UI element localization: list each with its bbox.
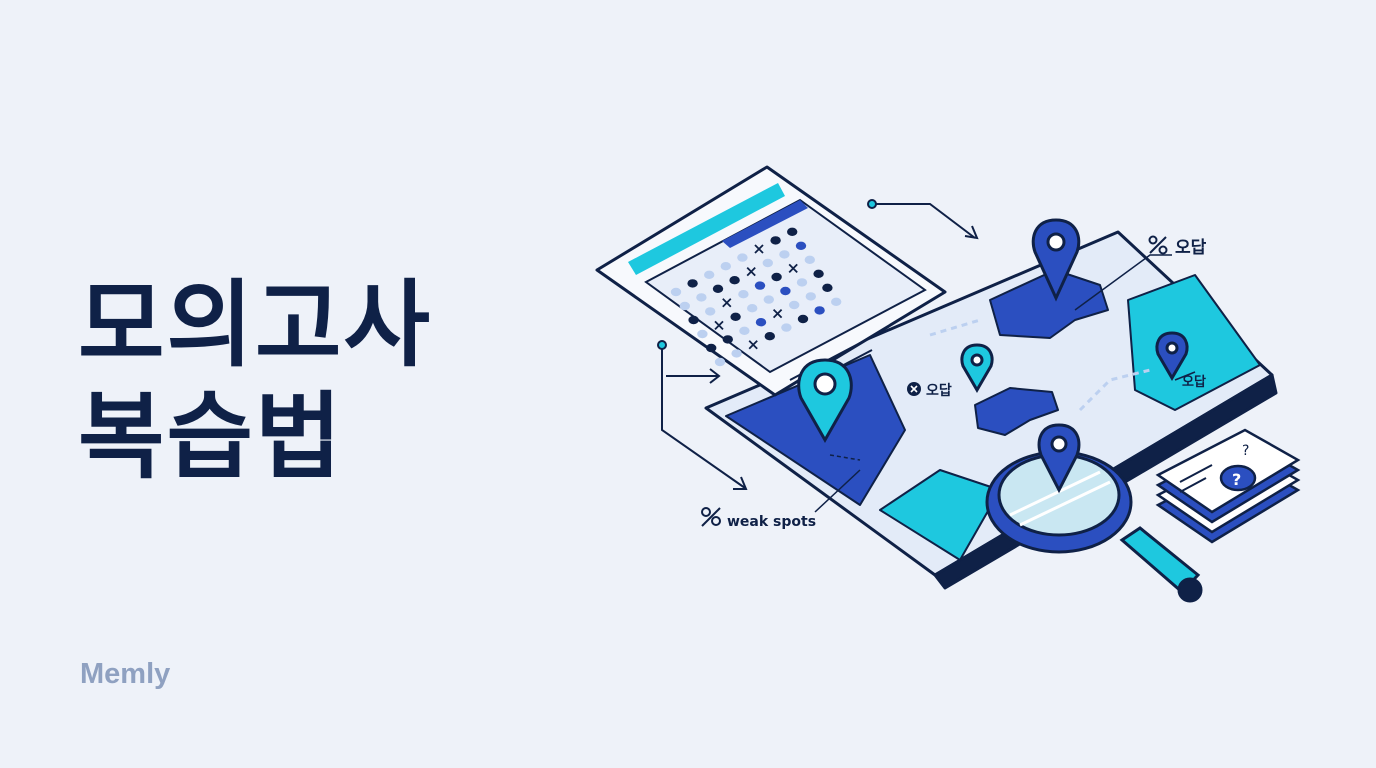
answer-bubble: [687, 279, 698, 288]
percent-icon: [1148, 235, 1168, 255]
map-pin-icon: [960, 343, 994, 393]
map-pin-icon: [797, 358, 853, 444]
wrong-mark-icon: [788, 263, 798, 274]
answer-bubble: [781, 323, 792, 332]
answer-bubble: [789, 300, 800, 310]
answer-bubble: [722, 335, 733, 344]
wrong-mark-icon: [722, 298, 732, 308]
answer-bubble: [797, 314, 809, 324]
answer-bubble: [747, 304, 758, 313]
wrong-answer-text-top: 오답: [1175, 238, 1207, 258]
answer-bubble: [754, 281, 766, 290]
map-pin-icon: [1037, 423, 1081, 494]
answer-bubble: [697, 329, 708, 339]
answer-bubble: [814, 306, 825, 315]
wrong-answer-text-right: 오답: [1182, 375, 1206, 390]
answer-bubbles: [670, 227, 842, 367]
answer-bubble: [704, 270, 715, 279]
x-circle-icon: [907, 382, 921, 396]
answer-bubble: [714, 357, 726, 367]
weak-spots-text: weak spots: [727, 514, 816, 530]
answer-bubble: [762, 258, 773, 268]
answer-bubble: [831, 297, 842, 306]
review-illustration: ? ?: [595, 165, 1301, 603]
connector-arrows: [657, 199, 979, 490]
wrong-mark-icon: [772, 308, 783, 319]
map-pin-icon: [1155, 331, 1189, 381]
answer-bubble: [739, 326, 750, 335]
brand-logo: Memly: [80, 658, 171, 690]
answer-bubble: [796, 278, 808, 287]
answer-bubble: [813, 269, 824, 278]
wrong-answer-label-top: 오답: [1148, 235, 1207, 258]
answer-bubble: [670, 287, 682, 297]
question-cards: ? ?: [1155, 428, 1301, 544]
answer-bubble: [729, 276, 740, 285]
answer-bubble: [738, 290, 749, 299]
answer-bubble: [706, 343, 717, 353]
answer-bubble: [720, 262, 731, 271]
map-pins: [797, 218, 1189, 494]
answer-bubble: [679, 301, 690, 311]
question-brain-icon: ? ?: [1219, 443, 1257, 492]
answer-bubble: [712, 284, 724, 293]
answer-bubble: [705, 307, 716, 316]
answer-bubble: [730, 312, 741, 321]
wrong-mark-icon: [748, 340, 758, 350]
answer-bubble: [763, 295, 774, 304]
wrong-mark-icon: [754, 244, 764, 254]
leader-lines: [814, 254, 1196, 513]
answer-bubble: [688, 315, 699, 325]
wrong-mark-icon: [746, 266, 756, 277]
wrong-mark-icon: [714, 320, 724, 331]
answer-bubble: [755, 318, 767, 327]
map-pin-icon: [1031, 218, 1081, 302]
answer-bubble: [822, 283, 833, 292]
answer-sheet: [595, 165, 947, 397]
answer-bubble: [804, 255, 815, 264]
answer-bubble: [770, 236, 781, 245]
answer-bubble: [771, 272, 782, 282]
wrong-answer-text-mid: 오답: [926, 382, 952, 399]
svg-text:?: ?: [1242, 443, 1249, 459]
answer-bubble: [731, 349, 742, 358]
svg-text:?: ?: [1232, 470, 1241, 489]
answer-bubble: [764, 332, 775, 341]
answer-bubble: [696, 293, 707, 302]
answer-bubble: [795, 241, 807, 250]
answer-bubble: [805, 292, 816, 301]
weak-spots-icon: [701, 507, 721, 527]
answer-bubble: [737, 253, 748, 262]
magnifier-icon: [985, 450, 1203, 603]
wrong-answer-label-mid: 오답: [907, 382, 952, 399]
page-title: 모의고사 복습법: [78, 270, 432, 494]
answer-bubble: [787, 227, 798, 236]
answer-bubble: [779, 250, 790, 259]
title-line-2: 복습법: [78, 383, 344, 492]
title-line-1: 모의고사: [78, 271, 432, 380]
weak-spots-label: weak spots: [701, 507, 816, 530]
answer-bubble: [780, 286, 791, 296]
